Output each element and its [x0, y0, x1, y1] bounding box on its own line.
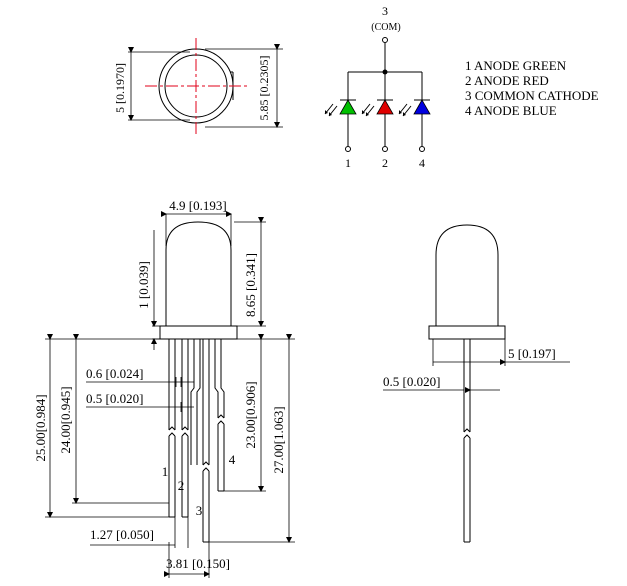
dim-lead-width-1: 0.6 [0.024] [86, 366, 143, 381]
front-view-body [165, 221, 232, 326]
lead-number-3: 3 [196, 503, 203, 518]
schematic-pin-2: 2 [382, 156, 388, 170]
dim-side-lead: 0.5 [0.020] [383, 374, 440, 389]
dim-lead-width-2: 0.5 [0.020] [86, 391, 143, 406]
side-view-body [435, 224, 499, 326]
dim-lead-23: 23.00[0.906] [243, 381, 258, 448]
dim-span: 3.81 [0.150] [166, 556, 230, 571]
dim-total-mid: 24.00[0.945] [58, 386, 73, 453]
dim-total-long: 25.00[0.984] [33, 394, 48, 461]
front-view-flange [159, 325, 238, 340]
front-view-leads [168, 339, 225, 543]
schematic-pin-4: 4 [419, 156, 425, 170]
led-green-triangle [339, 99, 357, 115]
schematic-pin-1: 1 [345, 156, 351, 170]
led-red [361, 99, 394, 117]
front-view: 4.9 [0.193] 1 [0.039] 8.65 [0.341] [33, 198, 295, 578]
side-view: 5 [0.197] 0.5 [0.020] [383, 224, 570, 543]
led-green [324, 99, 357, 117]
lead-number-2: 2 [178, 478, 185, 493]
com-pin-number: 3 [382, 4, 388, 18]
side-view-flange [428, 325, 506, 340]
pin-legend: 1 ANODE GREEN 2 ANODE RED 3 COMMON CATHO… [465, 58, 599, 118]
lead-number-1: 1 [162, 464, 169, 479]
dim-body-height: 8.65 [0.341] [243, 253, 258, 317]
dim-body-width: 4.9 [0.193] [169, 198, 226, 213]
top-view: 5 [0.1970] 5.85 [0.2305] [113, 38, 283, 136]
pin-legend-2: 2 ANODE RED [465, 73, 549, 88]
dim-top-height: 5 [0.1970] [113, 63, 127, 113]
pin-legend-3: 3 COMMON CATHODE [465, 88, 599, 103]
dim-side-flange-offset: 5 [0.197] [508, 346, 556, 361]
dim-flange-height: 1 [0.039] [136, 261, 151, 309]
led-blue [398, 99, 431, 117]
led-red-triangle [376, 99, 394, 115]
pin-legend-4: 4 ANODE BLUE [465, 103, 557, 118]
schematic: 3 (COM) 1 [324, 4, 431, 170]
pin-legend-1: 1 ANODE GREEN [465, 58, 567, 73]
dim-lead-27: 27.00[1.063] [271, 406, 286, 473]
led-blue-triangle [413, 99, 431, 115]
dim-top-flange: 5.85 [0.2305] [257, 56, 271, 121]
lead-number-4: 4 [229, 452, 236, 467]
dim-pitch: 1.27 [0.050] [90, 527, 154, 542]
com-label: (COM) [371, 22, 400, 33]
